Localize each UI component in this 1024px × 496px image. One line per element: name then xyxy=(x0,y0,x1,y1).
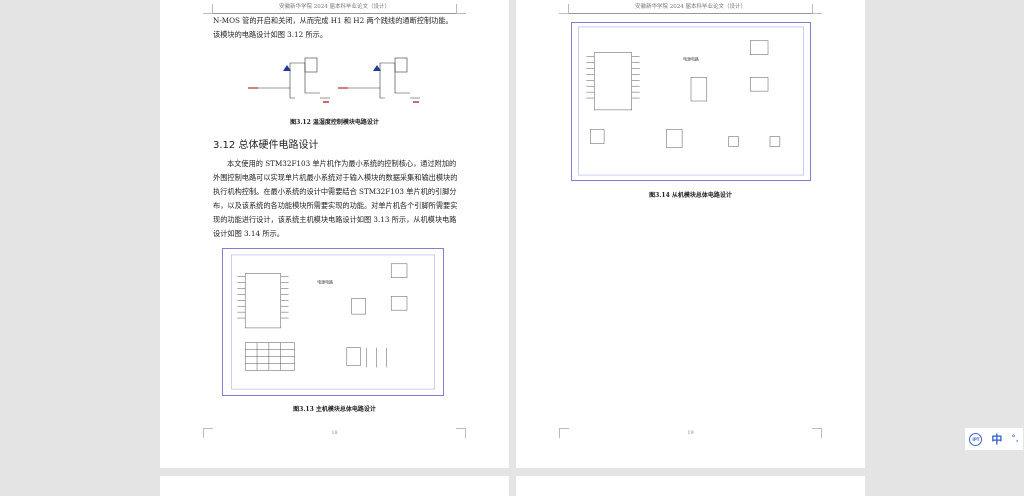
page-number: 18 xyxy=(331,430,338,436)
corner-mark xyxy=(812,4,822,14)
ipt-icon[interactable]: IPT xyxy=(969,432,983,446)
corner-mark xyxy=(812,428,822,438)
figure-3-14: 电源电路 xyxy=(571,22,811,181)
corner-mark xyxy=(456,4,466,14)
corner-mark xyxy=(203,428,213,438)
page-header: 安徽新华学院 2024 届本科毕业论文（设计） xyxy=(635,4,746,10)
document-page-18: 安徽新华学院 2024 届本科毕业论文（设计） N-MOS 管的开启和关闭，从而… xyxy=(160,0,509,468)
next-page-left xyxy=(160,476,509,496)
svg-text:电源电路: 电源电路 xyxy=(317,280,333,285)
schematic-3-14: 电源电路 xyxy=(578,26,804,176)
figure-3-14-caption: 图3.14 从机模块总体电路设计 xyxy=(649,192,732,199)
corner-mark xyxy=(559,428,569,438)
figure-3-12 xyxy=(245,50,435,112)
section-heading: 3.12 总体硬件电路设计 xyxy=(213,140,319,151)
schematic-3-13: 电源电路 xyxy=(231,254,435,390)
page-header: 安徽新华学院 2024 届本科毕业论文（设计） xyxy=(279,4,390,10)
page-number: 19 xyxy=(687,430,694,436)
svg-text:电源电路: 电源电路 xyxy=(683,57,699,62)
header-rule xyxy=(213,13,458,14)
header-rule xyxy=(569,13,814,14)
body-paragraph: 本文使用的 STM32F103 单片机作为最小系统的控制核心，通过附加的外围控制… xyxy=(213,159,458,238)
corner-mark xyxy=(456,428,466,438)
next-page-right xyxy=(516,476,865,496)
figure-3-13: 电源电路 xyxy=(222,248,444,396)
corner-mark xyxy=(559,4,569,14)
chinese-input-icon[interactable]: 中 xyxy=(991,433,1003,446)
corner-mark xyxy=(203,4,213,14)
ime-toolbar: IPT 中 °, xyxy=(965,428,1023,450)
figure-3-13-caption: 图3.13 主机模块总体电路设计 xyxy=(293,406,376,413)
intro-text: N-MOS 管的开启和关闭，从而完成 H1 和 H2 两个践线的通断控制功能。该… xyxy=(213,16,453,39)
figure-3-12-caption: 图3.12 温湿度控制模块电路设计 xyxy=(290,119,379,126)
schematic-3-12 xyxy=(248,57,420,103)
punctuation-icon[interactable]: °, xyxy=(1011,434,1019,444)
document-page-19: 安徽新华学院 2024 届本科毕业论文（设计） 电源电路 图3.14 从机模块总… xyxy=(516,0,865,468)
